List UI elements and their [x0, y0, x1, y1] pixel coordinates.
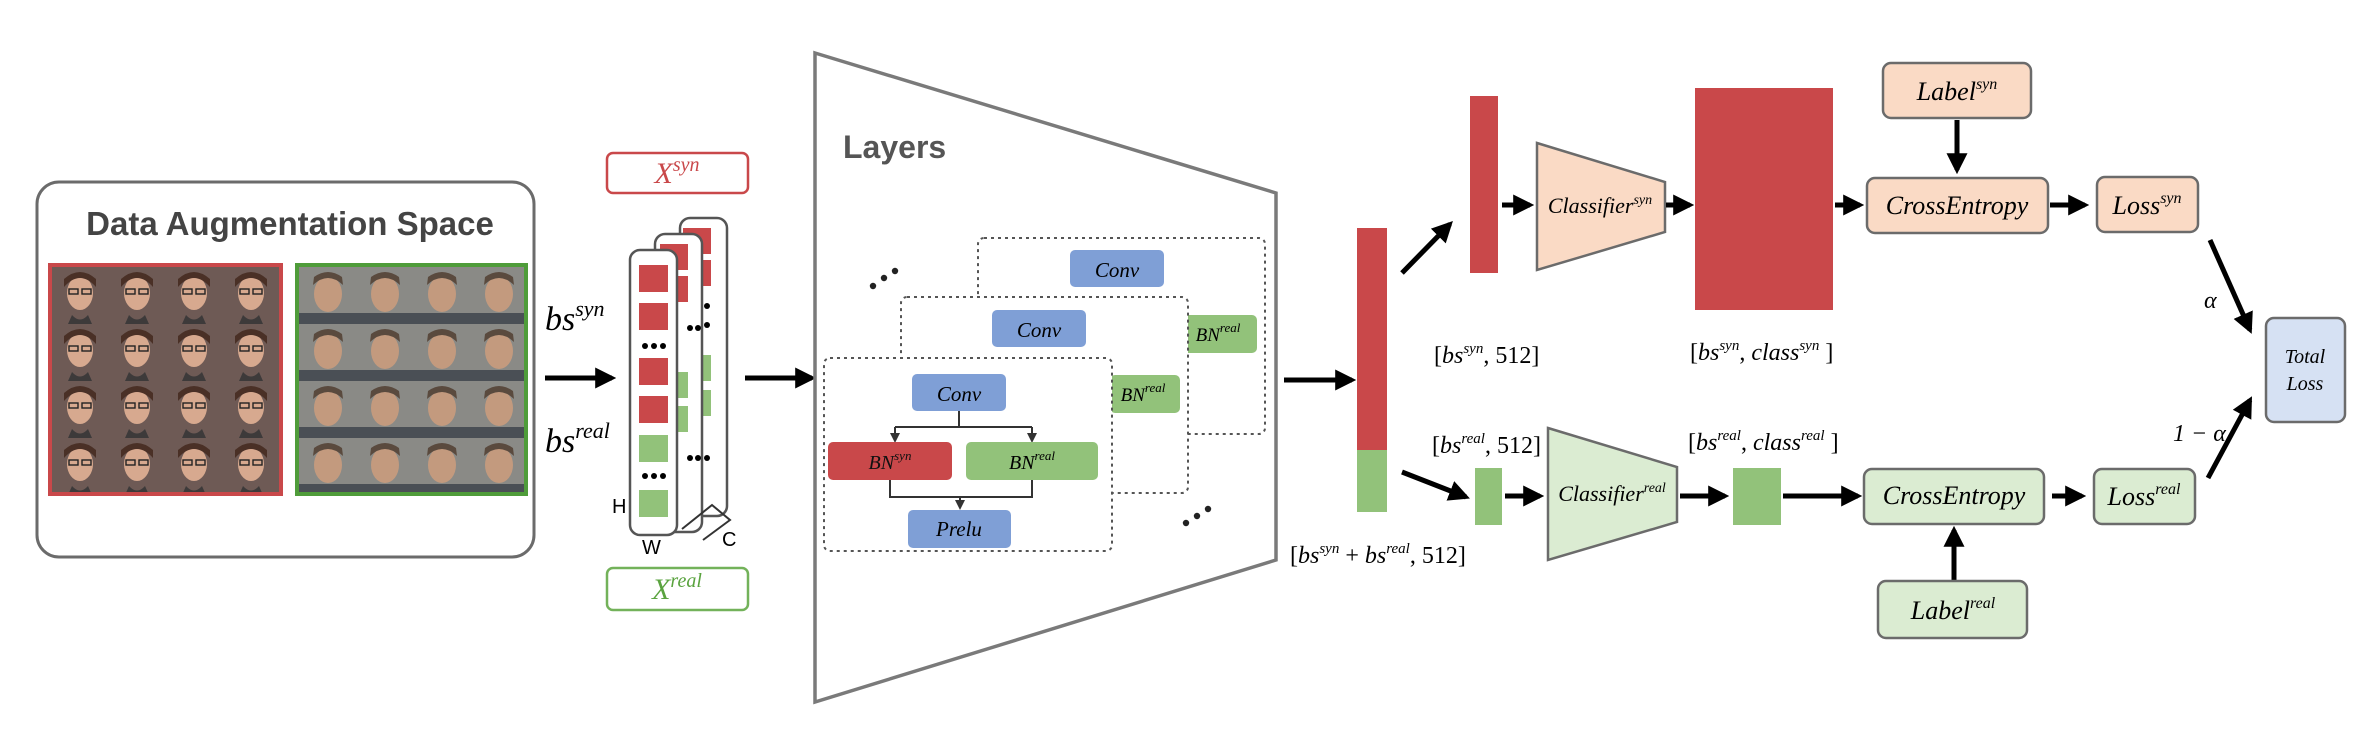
syn-feature-shape: [bssyn, 512] — [1434, 341, 1539, 369]
svg-text:Xreal: Xreal — [651, 570, 702, 606]
conv-block-back — [1070, 250, 1164, 287]
svg-text:Losssyn: Losssyn — [2111, 190, 2181, 220]
real-logits-block — [1733, 468, 1781, 525]
bn-syn-front — [828, 442, 952, 480]
svg-text:Conv: Conv — [1095, 258, 1140, 282]
syn-feature-bar — [1470, 96, 1498, 273]
x-syn-box: Xsyn — [605, 151, 750, 195]
arrow-loss-real-to-total — [2205, 396, 2253, 480]
bn-real-front — [966, 442, 1098, 480]
syn-logits-block — [1695, 88, 1833, 310]
bn-real-back — [1180, 315, 1257, 353]
bs-real-label: bsreal — [545, 418, 610, 460]
svg-text:Labelsyn: Labelsyn — [1916, 76, 1998, 106]
synthetic-face-grid — [48, 263, 283, 496]
arrow-split-syn — [1400, 220, 1453, 275]
svg-text:Lossreal: Lossreal — [2107, 481, 2181, 511]
combined-feature-shape: [bssyn + bsreal, 512] — [1290, 541, 1466, 569]
layers-title: Layers — [843, 129, 946, 165]
label-real-box: Labelreal — [1876, 579, 2029, 640]
one-minus-alpha-label: 1 − α — [2173, 421, 2226, 447]
input-batch-stack: H W C — [612, 216, 736, 559]
conv-block-middle — [992, 310, 1086, 347]
real-feature-bar — [1475, 468, 1502, 525]
real-face-grid — [295, 263, 528, 496]
classifier-syn: Classifiersyn — [1535, 141, 1667, 272]
classifier-real: Classifierreal — [1546, 426, 1679, 562]
svg-text:BNreal: BNreal — [1121, 380, 1166, 406]
more-layers-ellipsis-bottom — [1182, 505, 1212, 527]
arrow-loss-syn-to-total — [2207, 238, 2253, 334]
dim-w: W — [642, 537, 661, 559]
prelu-block — [908, 510, 1011, 548]
conv-block-front — [912, 374, 1006, 411]
combined-feature-bar — [1357, 228, 1387, 512]
svg-text:Total: Total — [2285, 346, 2326, 368]
bs-syn-label: bssyn — [545, 296, 605, 338]
cross-entropy-syn: CrossEntropy — [1865, 176, 2050, 235]
augmentation-title: Data Augmentation Space — [86, 205, 494, 242]
more-layers-ellipsis-top — [869, 267, 899, 290]
dim-c: C — [722, 529, 736, 551]
real-logits-shape: [bsreal, classreal ] — [1688, 428, 1839, 456]
svg-text:Labelreal: Labelreal — [1910, 595, 1996, 625]
svg-text:Conv: Conv — [937, 382, 982, 406]
svg-text:Classifiersyn: Classifiersyn — [1548, 193, 1652, 218]
svg-text:Xsyn: Xsyn — [654, 154, 700, 190]
alpha-label: α — [2204, 288, 2217, 314]
svg-text:Classifierreal: Classifierreal — [1558, 481, 1666, 506]
total-loss-box: Total Loss — [2264, 316, 2347, 424]
loss-real-box: Lossreal — [2092, 467, 2197, 526]
data-augmentation-panel: Data Augmentation Space — [35, 180, 536, 559]
x-real-box: Xreal — [605, 566, 750, 612]
network-layers: Layers Conv BNreal Conv BNreal Conv BNsy… — [813, 50, 1278, 705]
svg-text:Conv: Conv — [1017, 318, 1062, 342]
svg-text:CrossEntropy: CrossEntropy — [1883, 481, 2026, 510]
svg-text:BNsyn: BNsyn — [869, 448, 912, 474]
svg-text:Loss: Loss — [2286, 373, 2324, 395]
bn-real-middle — [1110, 375, 1180, 413]
svg-text:Prelu: Prelu — [935, 517, 982, 541]
arrow-split-real — [1401, 469, 1470, 501]
dim-h: H — [612, 496, 626, 518]
cross-entropy-real: CrossEntropy — [1862, 467, 2046, 526]
syn-logits-shape: [bssyn, classsyn ] — [1690, 338, 1833, 366]
svg-text:CrossEntropy: CrossEntropy — [1886, 191, 2029, 220]
real-feature-shape: [bsreal, 512] — [1432, 431, 1541, 459]
svg-text:BNreal: BNreal — [1009, 448, 1055, 474]
svg-text:BNreal: BNreal — [1196, 320, 1241, 346]
loss-syn-box: Losssyn — [2095, 175, 2200, 234]
label-syn-box: Labelsyn — [1881, 61, 2033, 120]
